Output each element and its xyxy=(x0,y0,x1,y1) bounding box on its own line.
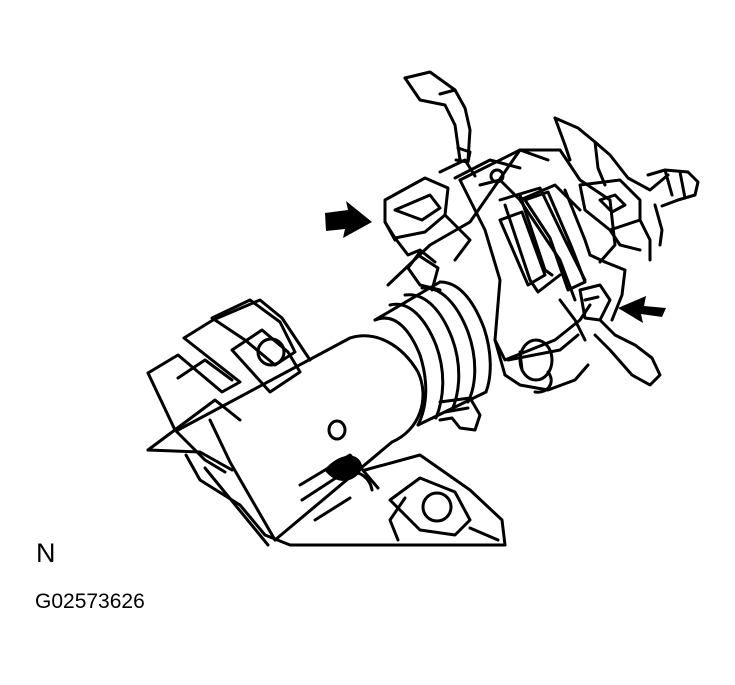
mounting-bracket xyxy=(146,298,507,547)
view-label: N xyxy=(36,538,56,568)
bellows-boot xyxy=(373,280,492,427)
arrow-right-fastener xyxy=(618,296,666,323)
adjustment-knob xyxy=(518,338,554,394)
column-tube xyxy=(176,334,425,547)
right-bracket-shaft xyxy=(553,116,700,262)
figure-code: G02573626 xyxy=(35,590,145,613)
lower-bolt-area xyxy=(558,253,662,387)
tilt-lever xyxy=(403,70,472,164)
lower-tab xyxy=(438,396,482,432)
callout-arrows xyxy=(325,201,666,323)
arrow-left-fastener xyxy=(325,201,372,238)
